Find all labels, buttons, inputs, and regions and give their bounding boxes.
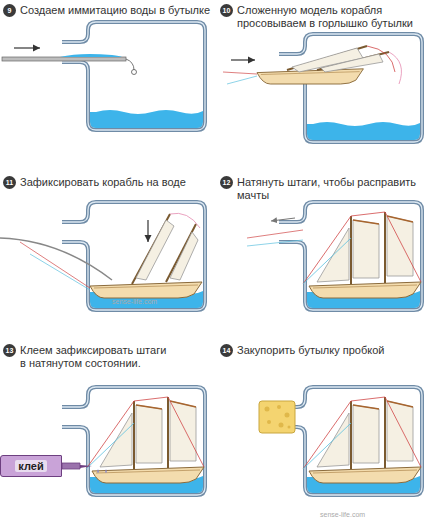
watermark: sense-life.com	[320, 510, 400, 519]
step-caption: Сложенную модель корабля просовываем в г…	[237, 4, 417, 30]
step-number-text: 11	[6, 179, 13, 186]
watermark: sense-life.com	[112, 297, 182, 306]
step-number: 9	[3, 4, 16, 17]
step-caption: Создаем иммитацию воды в бутылке	[20, 4, 215, 17]
step-number: 13	[3, 344, 16, 357]
step-number: 10	[220, 4, 233, 17]
step-number: 14	[220, 344, 233, 357]
step-number: 11	[3, 176, 16, 189]
step-number-text: 12	[223, 179, 231, 186]
step-caption: Натянуть штаги, чтобы расправить мачты	[237, 176, 417, 202]
step-number-text: 10	[223, 7, 231, 14]
step-number-text: 13	[6, 347, 14, 354]
step-number: 12	[220, 176, 233, 189]
tube-label: клей	[15, 460, 46, 472]
step-number-text: 14	[223, 347, 231, 354]
step-caption: Закупорить бутылку пробкой	[237, 344, 417, 357]
glue-tube: клей	[0, 455, 62, 477]
step-caption: Зафиксировать корабль на воде	[20, 176, 215, 189]
step-number-text: 9	[8, 7, 12, 14]
step-caption: Клеем зафиксировать штаги в натянутом со…	[20, 344, 170, 370]
